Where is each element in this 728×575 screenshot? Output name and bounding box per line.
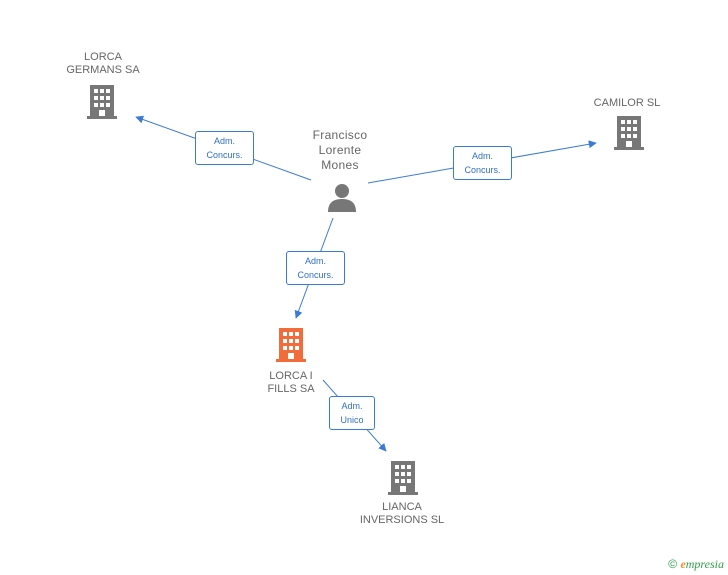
- brand-logo: empresia: [680, 557, 724, 571]
- edge-label-adm-unico: Adm. Unico: [329, 396, 375, 430]
- edge-label-adm-concurs: Adm. Concurs.: [195, 131, 254, 165]
- node-label-lianca[interactable]: LIANCA INVERSIONS SL: [359, 501, 445, 526]
- edge-label-adm-concurs: Adm. Concurs.: [453, 146, 512, 180]
- edge-label-line2: Concurs.: [297, 270, 334, 280]
- node-label-lorca-germans[interactable]: LORCA GERMANS SA: [66, 51, 140, 76]
- edge-label-line2: Concurs.: [206, 150, 243, 160]
- building-icon[interactable]: [388, 461, 418, 495]
- edge-label-line1: Adm.: [341, 401, 363, 411]
- building-icon[interactable]: [614, 116, 644, 150]
- node-label-francisco[interactable]: Francisco Lorente Mones: [312, 128, 368, 172]
- edge-label-adm-concurs: Adm. Concurs.: [286, 251, 345, 285]
- copyright-icon: ©: [668, 557, 678, 571]
- node-label-lorca-i-fills[interactable]: LORCA I FILLS SA: [267, 370, 315, 395]
- building-icon[interactable]: [87, 85, 117, 119]
- edge-label-line1: Adm.: [304, 256, 326, 266]
- edge-label-line1: Adm.: [471, 151, 493, 161]
- building-icon-highlighted[interactable]: [276, 328, 306, 362]
- footer-brand: © empresia: [668, 557, 724, 572]
- person-icon[interactable]: [328, 184, 356, 212]
- edge-label-line2: Concurs.: [464, 165, 501, 175]
- edge-label-line2: Unico: [340, 415, 364, 425]
- node-label-camilor[interactable]: CAMILOR SL: [593, 97, 661, 109]
- edge-label-line1: Adm.: [213, 136, 235, 146]
